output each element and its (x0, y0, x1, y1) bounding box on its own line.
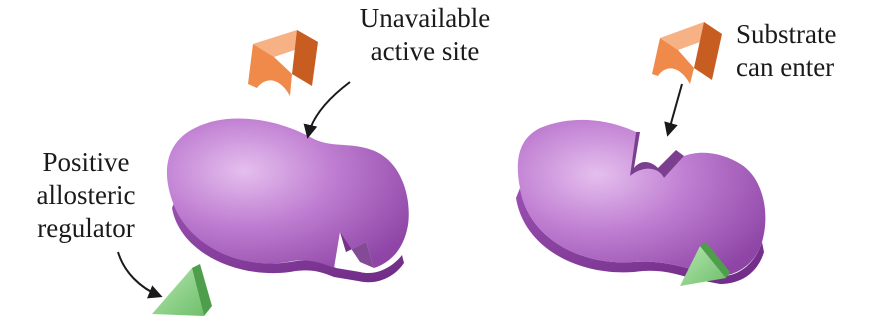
regulator-approaching (152, 264, 212, 316)
label-unavailable-site-line1: Unavailable (330, 2, 520, 35)
substrate-blocked (248, 30, 318, 96)
label-positive-regulator-line3: regulator (6, 212, 166, 245)
label-substrate-enter-line2: can enter (736, 51, 872, 84)
label-positive-regulator-line2: allosteric (6, 179, 166, 212)
label-positive-regulator-line1: Positive (6, 146, 166, 179)
enzyme-active (516, 120, 765, 284)
label-unavailable-site-line2: active site (330, 35, 520, 68)
label-unavailable-site: Unavailable active site (330, 2, 520, 68)
arrow-substrate-enter (668, 84, 682, 134)
substrate-entering (652, 22, 722, 84)
arrow-to-unavailable-site (308, 82, 350, 136)
label-substrate-enter-line1: Substrate (736, 18, 872, 51)
label-positive-regulator: Positive allosteric regulator (6, 146, 166, 245)
enzyme-inactive (167, 119, 409, 283)
label-substrate-enter: Substrate can enter (736, 18, 872, 84)
arrow-to-regulator (118, 252, 160, 296)
